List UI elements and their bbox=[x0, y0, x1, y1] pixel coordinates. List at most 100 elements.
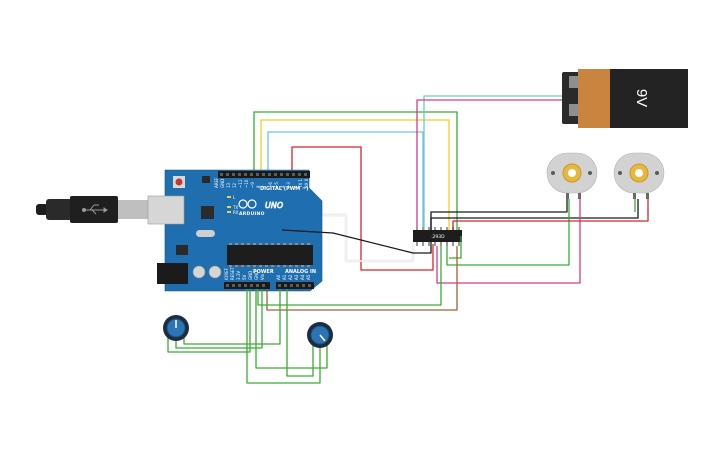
wire-green-pot2-c[interactable] bbox=[255, 289, 328, 369]
wire-green-pot2-a[interactable] bbox=[286, 289, 314, 377]
wires-front[interactable] bbox=[167, 199, 649, 384]
battery-copper-band bbox=[578, 69, 610, 128]
pot-2-indicator-icon bbox=[319, 334, 326, 342]
usb-symbol-icon bbox=[82, 204, 108, 215]
digital-pin-label: AREF bbox=[214, 177, 219, 188]
battery-terminal-positive bbox=[569, 104, 579, 116]
motor-1-terminal-a bbox=[566, 193, 569, 199]
wire-green-pot1-b[interactable] bbox=[175, 289, 263, 349]
battery-9v[interactable]: - + 9V bbox=[562, 69, 688, 128]
wire-green-driver-gnd[interactable] bbox=[257, 246, 442, 306]
digital-pin-label: RX 0 bbox=[304, 178, 309, 188]
power-jack bbox=[157, 263, 188, 284]
wire-red-top[interactable] bbox=[291, 146, 434, 271]
digital-pin-label: 7 bbox=[262, 185, 267, 188]
capacitor-2 bbox=[208, 265, 222, 279]
digital-pin-label: 2 bbox=[292, 185, 297, 188]
driver-chip-body[interactable] bbox=[413, 230, 462, 242]
potentiometer-2[interactable] bbox=[307, 322, 333, 348]
motor-2-screw-left bbox=[618, 171, 622, 175]
wire-green-top[interactable] bbox=[253, 111, 458, 240]
analog-pin-label: A5 bbox=[306, 274, 311, 280]
wire-green-driver-right[interactable] bbox=[449, 236, 462, 259]
power-pin-label: 5V bbox=[242, 274, 247, 280]
power-pin-label: RESET bbox=[230, 267, 235, 280]
usb-b-jack bbox=[147, 195, 185, 225]
motor-2-screw-right bbox=[655, 171, 659, 175]
wire-green-pot1-c[interactable] bbox=[183, 289, 281, 345]
arduino-logo-icon bbox=[238, 199, 257, 209]
board-model: UNO bbox=[265, 201, 283, 210]
wire-green-pot2-b[interactable] bbox=[246, 289, 321, 384]
board-brand: ARDUINO bbox=[239, 211, 265, 217]
indicator-tx: TX bbox=[232, 205, 238, 210]
wire-black-motor1[interactable] bbox=[430, 199, 568, 230]
wire-green-pot1-a[interactable] bbox=[167, 289, 251, 353]
wire-brown-driver[interactable] bbox=[266, 246, 458, 311]
indicator-l: L bbox=[233, 195, 236, 200]
battery-label: 9V bbox=[633, 89, 650, 107]
indicator-rx: RX bbox=[233, 210, 239, 215]
wire-green-motor1[interactable] bbox=[446, 199, 570, 266]
digital-pin-label: ~3 bbox=[286, 182, 291, 188]
driver-chip-label: L293D bbox=[430, 234, 445, 240]
motor-1-screw-left bbox=[551, 171, 555, 175]
l293d-driver[interactable]: L293D bbox=[413, 227, 462, 246]
analog-pin-label: A0 bbox=[276, 274, 281, 280]
battery-terminal-negative bbox=[569, 76, 579, 88]
wires-top[interactable] bbox=[253, 95, 562, 271]
digital-pin-label: ~9 bbox=[250, 182, 255, 188]
digital-pin-label: GND bbox=[220, 179, 225, 188]
usb-plug-body bbox=[46, 199, 72, 220]
potentiometer-1[interactable] bbox=[163, 315, 189, 341]
power-pin-label: 3.3V bbox=[236, 271, 241, 280]
battery-body bbox=[610, 69, 688, 128]
motor-1-terminal-b bbox=[578, 193, 581, 199]
power-pin-label: GND bbox=[248, 271, 253, 280]
analog-header-label: ANALOG IN bbox=[285, 269, 316, 275]
digital-pin-label: 4 bbox=[280, 185, 285, 188]
analog-pin-label: A1 bbox=[282, 274, 287, 280]
led-rx-icon bbox=[227, 211, 231, 213]
bottom-header-holes bbox=[226, 284, 311, 287]
usb-plug-tip bbox=[36, 204, 48, 215]
power-pin-label: Vin bbox=[260, 273, 265, 280]
dc-motor-2[interactable] bbox=[613, 152, 665, 199]
dc-motor-1[interactable] bbox=[546, 152, 598, 199]
wire-magenta-motor1[interactable] bbox=[436, 199, 581, 284]
wire-cyan-battery[interactable] bbox=[423, 95, 562, 236]
led-tx-icon bbox=[227, 206, 231, 208]
wire-magenta-battery[interactable] bbox=[416, 99, 562, 236]
motor-2-terminal-a bbox=[633, 193, 636, 199]
motor-1-shaft bbox=[568, 169, 576, 177]
wire-red-motor2[interactable] bbox=[452, 199, 649, 230]
power-pin-label: GND bbox=[254, 271, 259, 280]
power-header-label: POWER bbox=[253, 269, 274, 275]
usb-cable[interactable] bbox=[36, 196, 148, 223]
regulator bbox=[176, 245, 188, 255]
atmega-chip bbox=[227, 245, 313, 265]
digital-pin-label: 12 bbox=[232, 182, 237, 188]
wire-cyan-top[interactable] bbox=[267, 131, 424, 236]
digital-pin-label: ~10 bbox=[244, 179, 249, 188]
digital-header-holes bbox=[220, 173, 307, 176]
wire-yellow-top[interactable] bbox=[260, 119, 450, 236]
reset-button[interactable] bbox=[175, 178, 183, 186]
analog-pin-label: A2 bbox=[288, 274, 293, 280]
motor-2-terminal-b bbox=[646, 193, 649, 199]
analog-pin-label: A4 bbox=[300, 274, 305, 280]
digital-pin-label: ~11 bbox=[238, 179, 243, 188]
digital-pin-label: 13 bbox=[226, 182, 231, 188]
digital-pin-label: ~6 bbox=[268, 182, 273, 188]
digital-pin-label: TX 1 bbox=[298, 179, 303, 189]
power-pin-label: IOREF bbox=[224, 267, 229, 280]
atmega-pins bbox=[229, 243, 310, 267]
wire-black-board-driver[interactable] bbox=[281, 199, 639, 254]
smd-chip-small bbox=[202, 176, 210, 183]
